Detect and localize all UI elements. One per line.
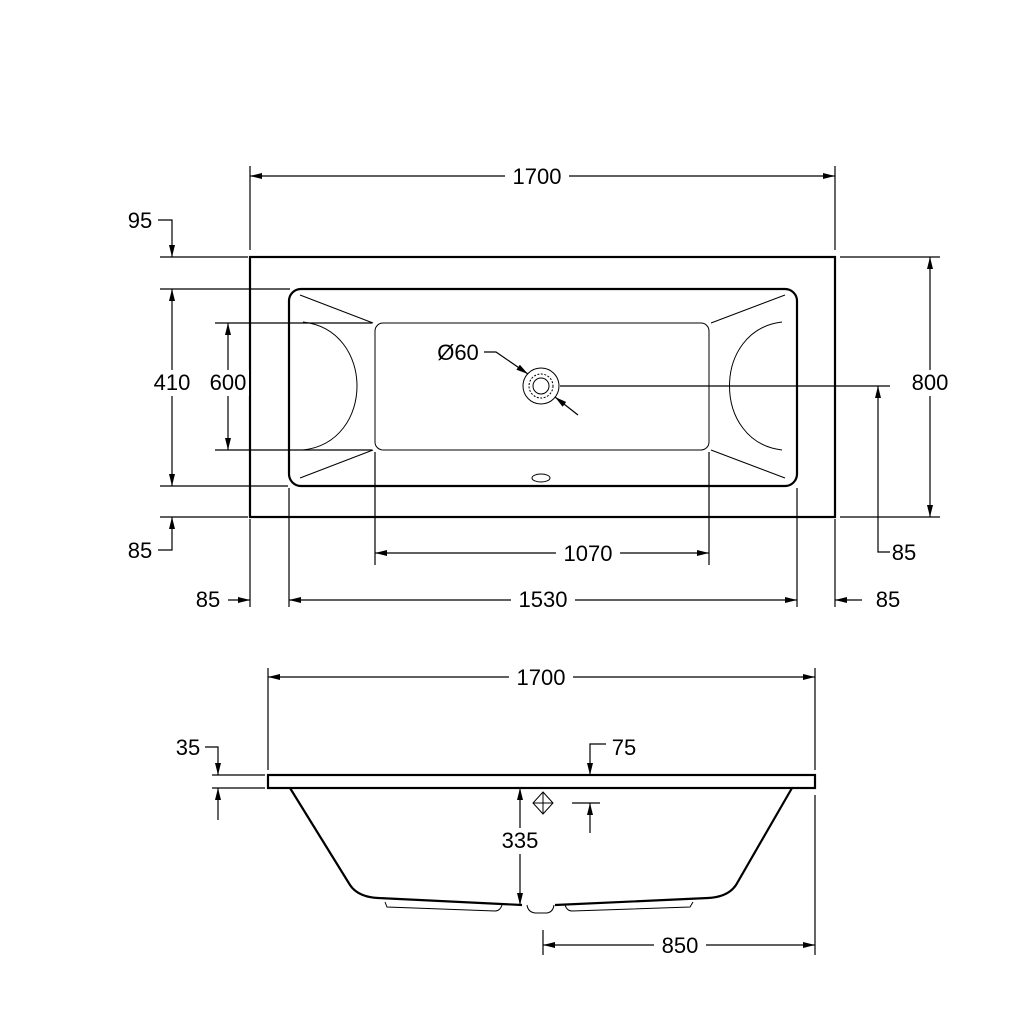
overflow-marker-icon <box>532 791 554 815</box>
dim-overflow-offset: 75 <box>612 735 636 760</box>
dim-inner-width: 410 <box>154 370 191 395</box>
dim-rim-thickness: 35 <box>176 735 200 760</box>
tub-slopes <box>299 294 786 479</box>
dim-depth: 335 <box>502 828 539 853</box>
dim-rim-left: 85 <box>196 587 220 612</box>
dim-drain-diameter: Ø60 <box>437 340 479 365</box>
dim-drain-position: 850 <box>662 933 699 958</box>
overflow-icon <box>531 473 551 483</box>
dim-side-length: 1700 <box>517 665 566 690</box>
tub-inner-rim <box>287 287 799 488</box>
dim-drain-offset: 85 <box>892 540 916 565</box>
dim-inner-length: 1530 <box>519 587 568 612</box>
dim-rim-right: 85 <box>876 587 900 612</box>
tub-outer-rim <box>248 255 837 519</box>
plan-view: 1700 95 410 85 600 Ø60 800 85 <box>128 162 955 613</box>
dim-floor-length: 1070 <box>564 541 613 566</box>
tub-feet <box>384 901 694 914</box>
dim-overall-width: 800 <box>912 370 949 395</box>
tub-rim-profile <box>266 773 817 790</box>
dim-overall-length: 1700 <box>513 164 562 189</box>
side-view: 1700 35 75 335 850 <box>176 664 817 958</box>
drain-icon <box>522 367 560 405</box>
dim-floor-width: 600 <box>210 370 247 395</box>
tub-body-profile <box>289 787 793 907</box>
dim-rim-top: 95 <box>128 208 152 233</box>
dim-rim-bottom: 85 <box>128 538 152 563</box>
